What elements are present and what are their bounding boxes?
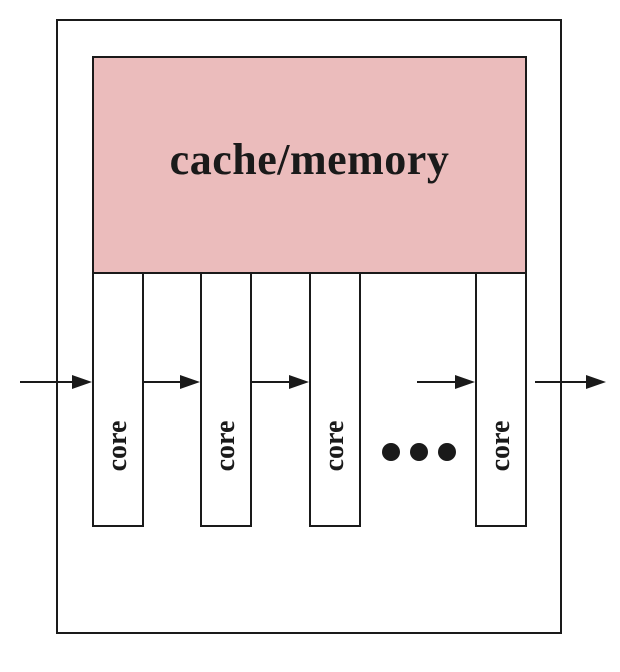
ellipsis-dots [382,443,456,461]
core-block-4: core [475,272,527,527]
core-block-2: core [200,272,252,527]
arrow-core1-to-core2 [144,375,200,389]
cache-memory-label: cache/memory [169,134,450,184]
core-block-3: core [309,272,361,527]
arrow-output [535,375,606,389]
ellipsis-dot-3 [438,443,456,461]
ellipsis-dot-1 [382,443,400,461]
cache-memory-block: cache/memory [92,56,527,274]
arrow-input [20,375,92,389]
ellipsis-dot-2 [410,443,428,461]
core-block-1: core [92,272,144,527]
arrow-core2-to-core3 [252,375,309,389]
arrow-into-last-core [417,375,475,389]
